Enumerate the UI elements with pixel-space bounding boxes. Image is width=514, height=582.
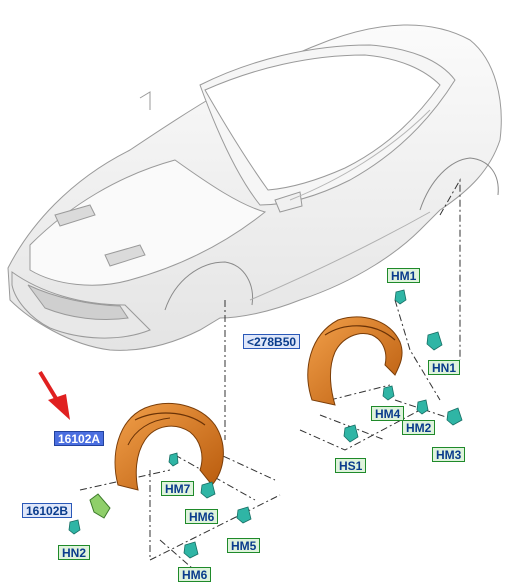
clip-hm5-icon [236,506,252,524]
label-hm6: HM6 [185,509,219,524]
clip-hm3-icon [446,407,463,426]
label-hm6-lower: HM6 [178,567,212,582]
label-16102a: 16102A [54,431,105,446]
car-body [7,24,502,351]
label-hm4: HM4 [371,406,405,421]
clip-hm6-icon [200,481,216,499]
clip-hm1-icon [394,289,407,305]
label-278b50: <278B50 [243,334,301,349]
red-arrow-icon [38,370,70,420]
clip-hs1-icon [343,424,359,443]
label-hn1: HN1 [428,360,461,375]
rear-wheel-liner [307,316,403,406]
clip-hm7-icon [168,452,179,467]
label-hm7: HM7 [161,481,195,496]
label-16102b: 16102B [22,503,73,518]
clip-hm4-icon [382,385,395,401]
clip-hm6b-icon [183,541,199,559]
label-hn2: HN2 [58,545,91,560]
liner-bracket [89,493,111,519]
label-hm1: HM1 [387,268,421,283]
front-wheel-liner [114,402,224,491]
label-hm3: HM3 [432,447,466,462]
clip-hn2-icon [68,519,81,535]
label-hm2: HM2 [402,420,436,435]
clip-hn1-icon [426,331,443,351]
label-hm5: HM5 [227,538,261,553]
label-hs1: HS1 [335,458,367,473]
clip-hm2-icon [416,399,429,415]
